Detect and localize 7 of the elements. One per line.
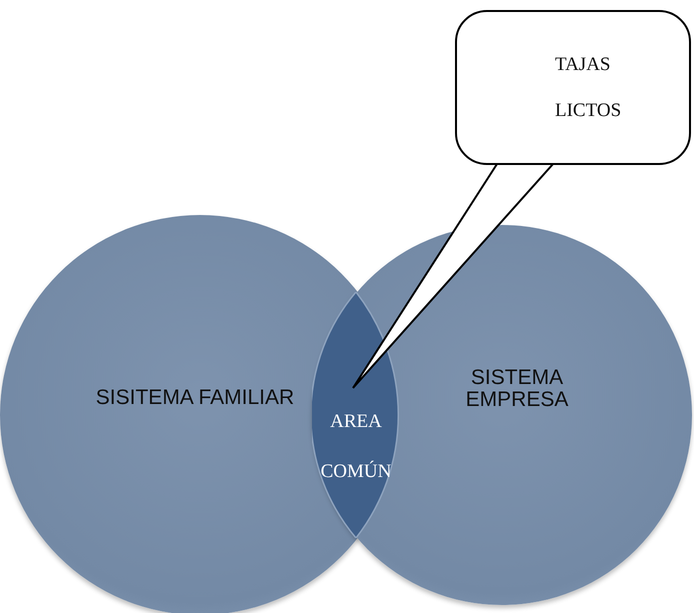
bubble-text: TAJAS <box>555 54 610 76</box>
overlap-label: AREA COMÚN <box>320 410 392 484</box>
circle-label: SISITEMA FAMILIAR <box>95 387 295 409</box>
circle-label: SISTEMA EMPRESA <box>464 367 570 411</box>
speech-bubble <box>455 10 691 165</box>
callout-pointer <box>352 163 556 389</box>
bubble-text: LICTOS <box>555 100 622 122</box>
